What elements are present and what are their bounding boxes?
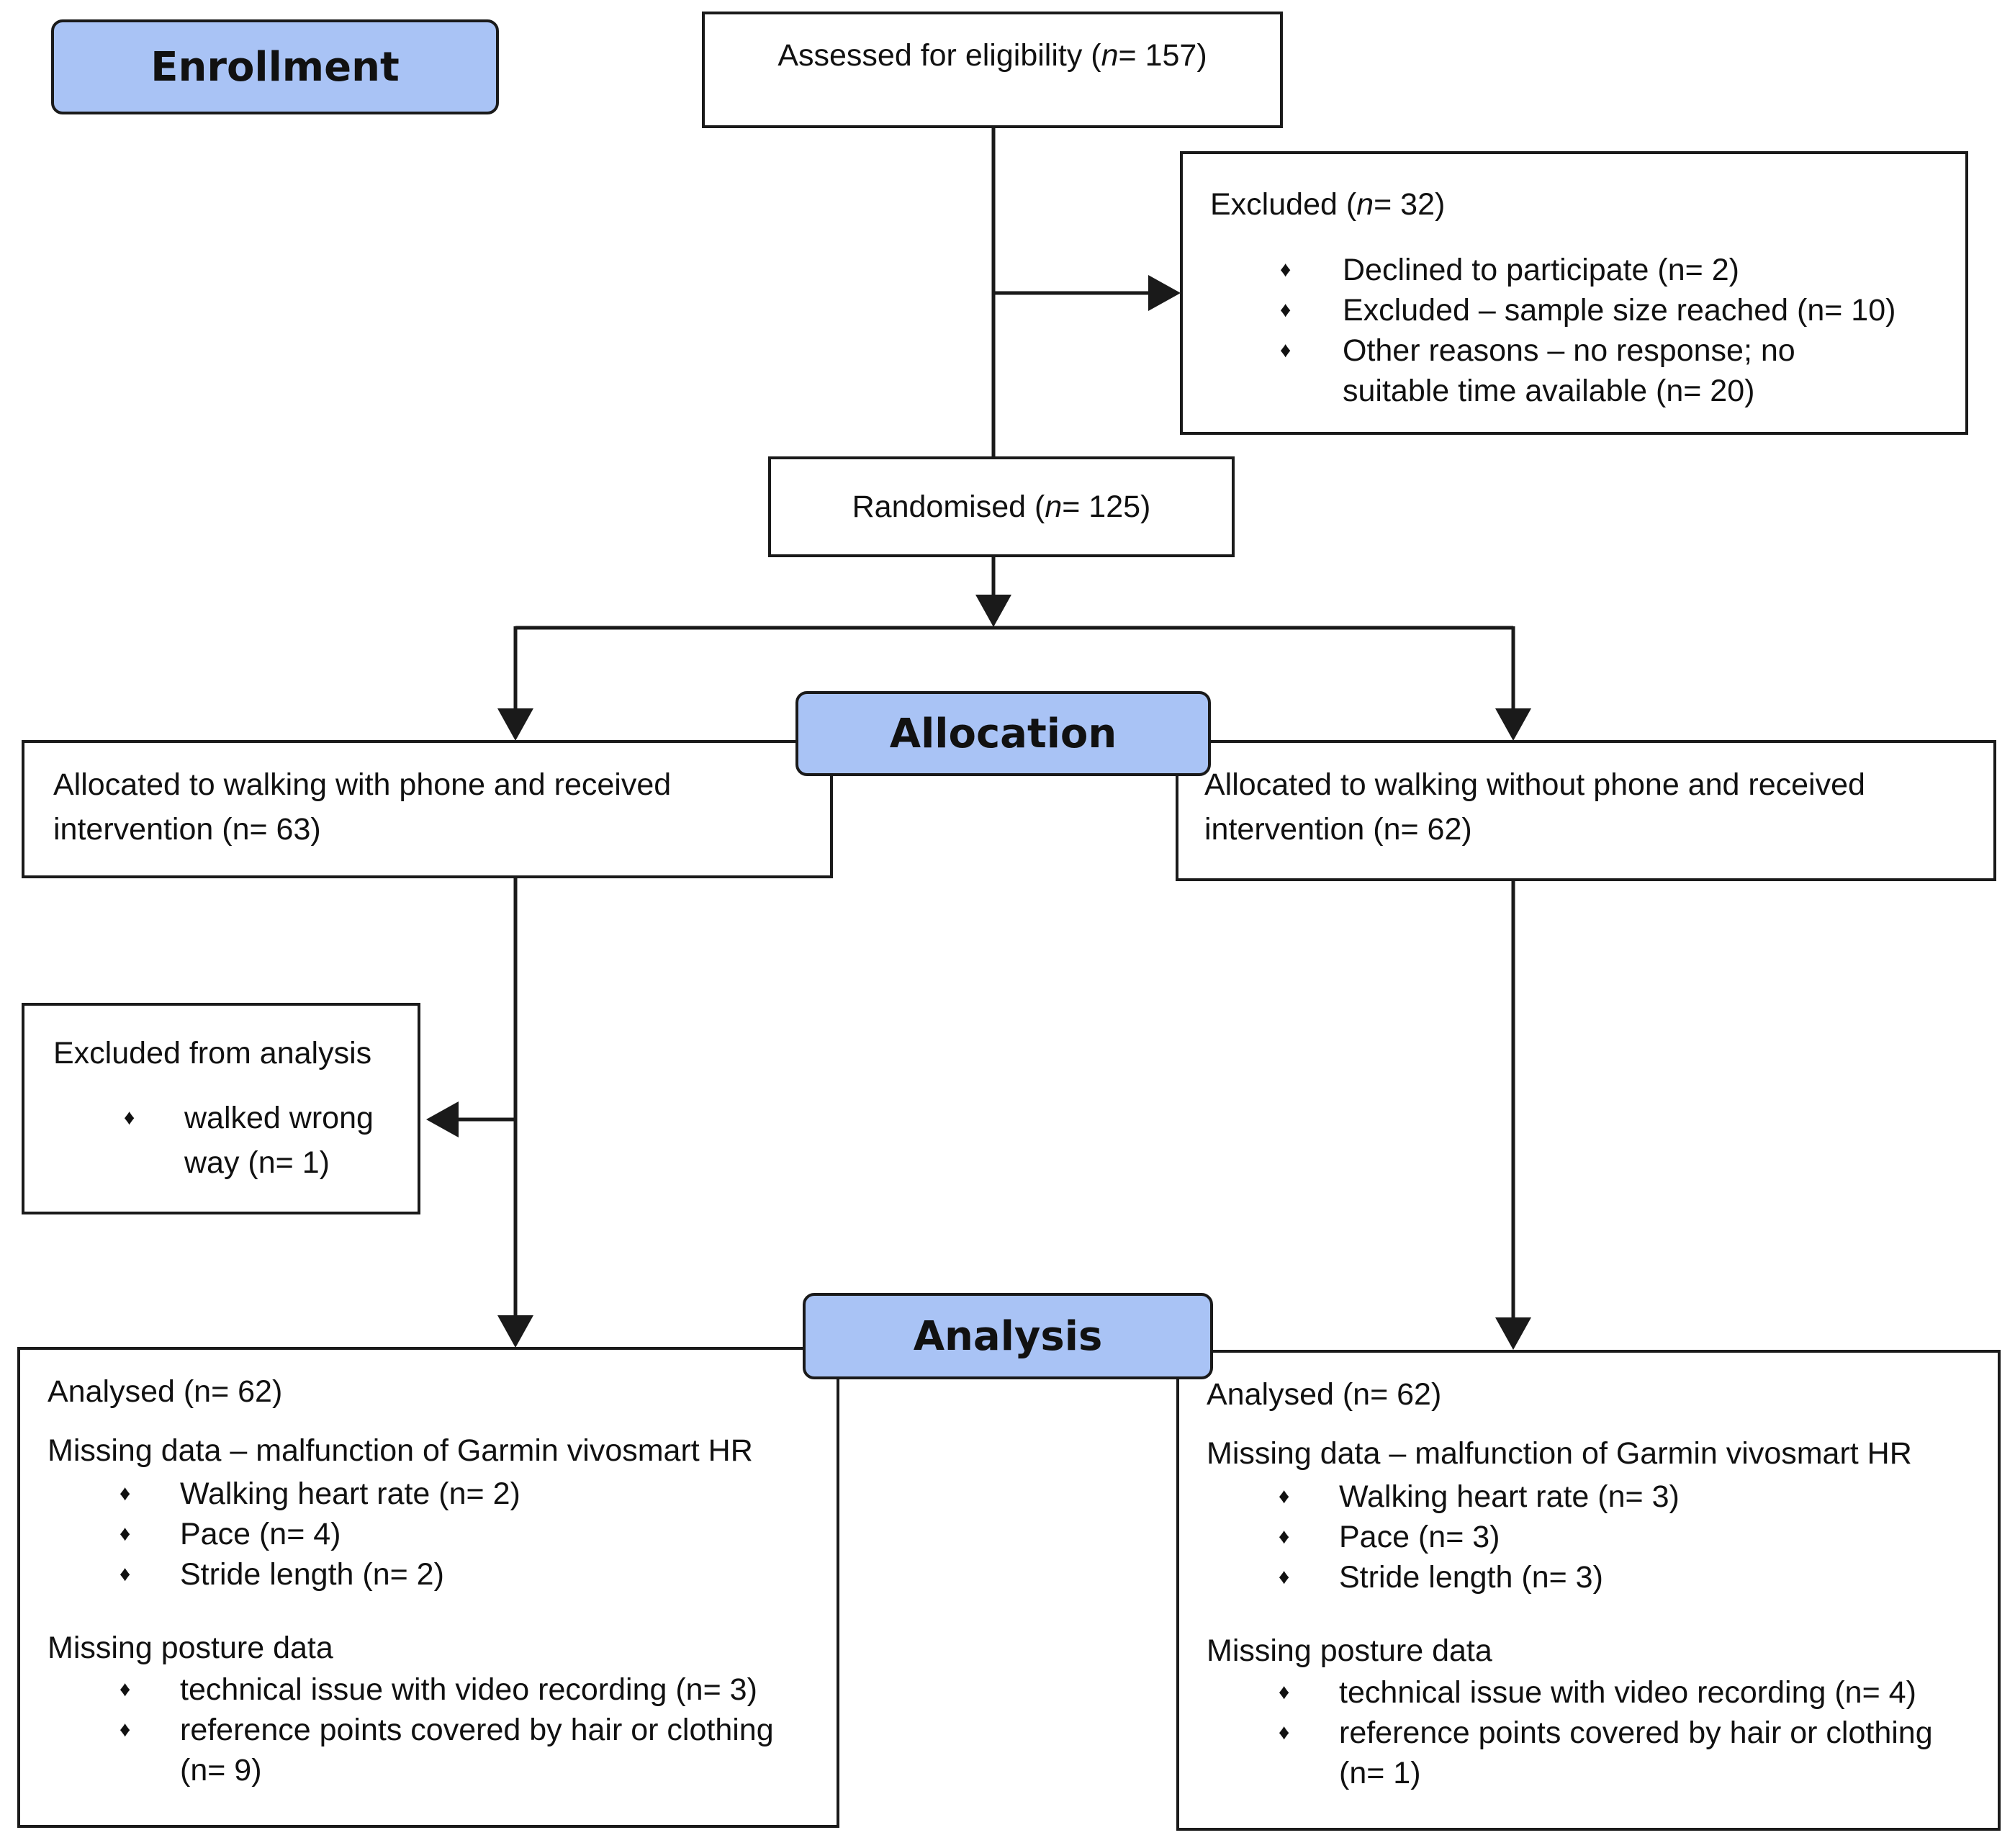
- bullet-icon: ♦: [120, 1562, 131, 1586]
- allocation-label: Allocation: [889, 710, 1117, 757]
- list-item: ♦Walking heart rate (n= 3): [1179, 1477, 1998, 1517]
- bullet-icon: ♦: [120, 1522, 131, 1546]
- bullet-icon: ♦: [1279, 1680, 1290, 1704]
- assessed-text: Assessed for eligibility (n= 157): [777, 38, 1207, 73]
- nophone-analysis-box: Analysed (n= 62) Missing data – malfunct…: [1176, 1350, 2001, 1831]
- phone-missing-title: Missing data – malfunction of Garmin viv…: [48, 1433, 753, 1468]
- nophone-arm-line1: Allocated to walking without phone and r…: [1204, 767, 1865, 802]
- phone-posture-list: ♦technical issue with video recording (n…: [20, 1669, 837, 1790]
- bullet-icon: ♦: [1279, 1484, 1290, 1508]
- excluded-box: Excluded (n= 32) ♦Declined to participat…: [1180, 151, 1968, 435]
- phone-missing-list: ♦Walking heart rate (n= 2) ♦Pace (n= 4) …: [20, 1474, 837, 1595]
- excluded-title: Excluded (n= 32): [1210, 187, 1446, 222]
- phone-arm-box: Allocated to walking with phone and rece…: [22, 740, 833, 878]
- bullet-icon: ♦: [124, 1106, 135, 1130]
- list-item: ♦Pace (n= 4): [20, 1514, 837, 1554]
- phone-analysed: Analysed (n= 62): [48, 1374, 283, 1409]
- assessed-box: Assessed for eligibility (n= 157): [702, 12, 1283, 128]
- list-item: ♦reference points covered by hair or clo…: [20, 1710, 837, 1790]
- analysis-label: Analysis: [913, 1312, 1103, 1360]
- nophone-posture-list: ♦technical issue with video recording (n…: [1179, 1672, 1998, 1793]
- allocation-stage-label: Allocation: [795, 691, 1211, 776]
- list-item: ♦Stride length (n= 2): [20, 1554, 837, 1595]
- analysis-stage-label: Analysis: [803, 1293, 1213, 1379]
- list-item: ♦technical issue with video recording (n…: [1179, 1672, 1998, 1713]
- randomised-text: Randomised (n= 125): [852, 490, 1151, 524]
- bullet-icon: ♦: [1279, 1525, 1290, 1549]
- randomised-box: Randomised (n= 125): [768, 456, 1235, 557]
- bullet-icon: ♦: [1280, 298, 1292, 322]
- bullet-icon: ♦: [1280, 258, 1292, 281]
- bullet-icon: ♦: [120, 1482, 131, 1505]
- list-item: ♦technical issue with video recording (n…: [20, 1669, 837, 1710]
- list-item: ♦Pace (n= 3): [1179, 1517, 1998, 1557]
- phone-arm-line2: intervention (n= 63): [53, 812, 321, 847]
- phone-analysis-box: Analysed (n= 62) Missing data – malfunct…: [17, 1347, 839, 1828]
- list-item: ♦Walking heart rate (n= 2): [20, 1474, 837, 1514]
- enrollment-stage-label: Enrollment: [51, 19, 499, 114]
- phone-posture-title: Missing posture data: [48, 1631, 333, 1665]
- nophone-arm-box: Allocated to walking without phone and r…: [1176, 740, 1996, 881]
- excluded-analysis-title: Excluded from analysis: [53, 1036, 372, 1071]
- bullet-icon: ♦: [1279, 1565, 1290, 1589]
- nophone-missing-list: ♦Walking heart rate (n= 3) ♦Pace (n= 3) …: [1179, 1477, 1998, 1597]
- nophone-analysed: Analysed (n= 62): [1207, 1377, 1442, 1412]
- excluded-reasons-list: ♦Declined to participate (n= 2) ♦Exclude…: [1183, 250, 1965, 411]
- list-item: ♦Excluded – sample size reached (n= 10): [1183, 290, 1965, 330]
- list-item: ♦reference points covered by hair or clo…: [1179, 1713, 1998, 1793]
- nophone-missing-title: Missing data – malfunction of Garmin viv…: [1207, 1436, 1912, 1471]
- phone-arm-line1: Allocated to walking with phone and rece…: [53, 767, 672, 802]
- bullet-icon: ♦: [120, 1677, 131, 1701]
- list-item: ♦Stride length (n= 3): [1179, 1557, 1998, 1597]
- nophone-arm-line2: intervention (n= 62): [1204, 812, 1472, 847]
- nophone-posture-title: Missing posture data: [1207, 1633, 1492, 1668]
- bullet-icon: ♦: [1280, 338, 1292, 362]
- list-item: ♦Declined to participate (n= 2): [1183, 250, 1965, 290]
- bullet-icon: ♦: [1279, 1721, 1290, 1744]
- bullet-icon: ♦: [120, 1718, 131, 1741]
- enrollment-label: Enrollment: [150, 43, 400, 91]
